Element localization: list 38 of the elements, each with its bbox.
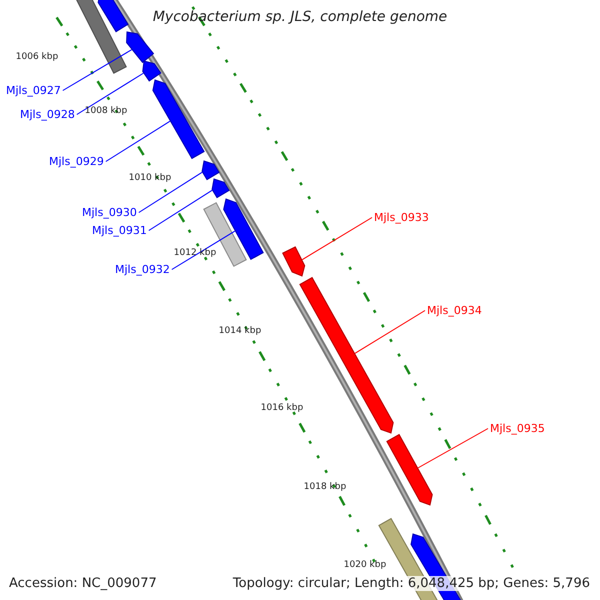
gene-feature xyxy=(152,79,205,160)
accession-text: Accession: NC_009077 xyxy=(9,576,157,590)
gene-label: Mjls_0927 xyxy=(6,85,61,96)
gene-label: Mjls_0931 xyxy=(92,225,147,236)
scale-label: 1006 kbp xyxy=(16,52,58,62)
gene-feature xyxy=(282,246,306,277)
leader-line xyxy=(138,172,203,213)
scale-label: 1016 kbp xyxy=(260,404,304,412)
leader-line xyxy=(62,49,132,91)
leader-line xyxy=(354,310,426,354)
scale-label: 1020 kbp xyxy=(344,560,386,570)
leader-line xyxy=(418,428,488,468)
gene-label: Mjls_0928 xyxy=(20,109,75,120)
scale-label: 1014 kbp xyxy=(218,326,262,336)
gene-label: Mjls_0934 xyxy=(427,305,482,316)
genome-title: Mycobacterium sp. JLS, complete genome xyxy=(152,10,448,24)
gene-label: Mjls_0933 xyxy=(374,212,429,223)
gene-feature xyxy=(386,434,433,506)
scale-label: 1012 kbp xyxy=(174,248,216,258)
gene-feature xyxy=(98,0,129,32)
gene-label: Mjls_0930 xyxy=(82,207,137,218)
leader-line xyxy=(302,217,372,260)
gene-feature xyxy=(212,178,230,198)
gene-feature xyxy=(223,198,264,260)
scale-label: 1008 kbp xyxy=(84,106,128,116)
leader-line xyxy=(105,120,170,162)
genome-stats-text: Topology: circular; Length: 6,048,425 bp; Genes: 5,796 xyxy=(232,576,590,590)
gene-block xyxy=(75,0,127,74)
scale-label: 1018 kbp xyxy=(304,482,346,492)
gene-label: Mjls_0935 xyxy=(490,423,545,434)
leader-line xyxy=(76,72,144,115)
leader-line xyxy=(171,230,236,270)
gene-label: Mjls_0929 xyxy=(49,156,104,167)
gene-feature xyxy=(202,160,220,180)
scale-label: 1010 kbp xyxy=(128,174,172,182)
leader-line xyxy=(148,190,213,231)
gene-label: Mjls_0932 xyxy=(115,264,170,275)
gene-feature xyxy=(142,60,162,82)
